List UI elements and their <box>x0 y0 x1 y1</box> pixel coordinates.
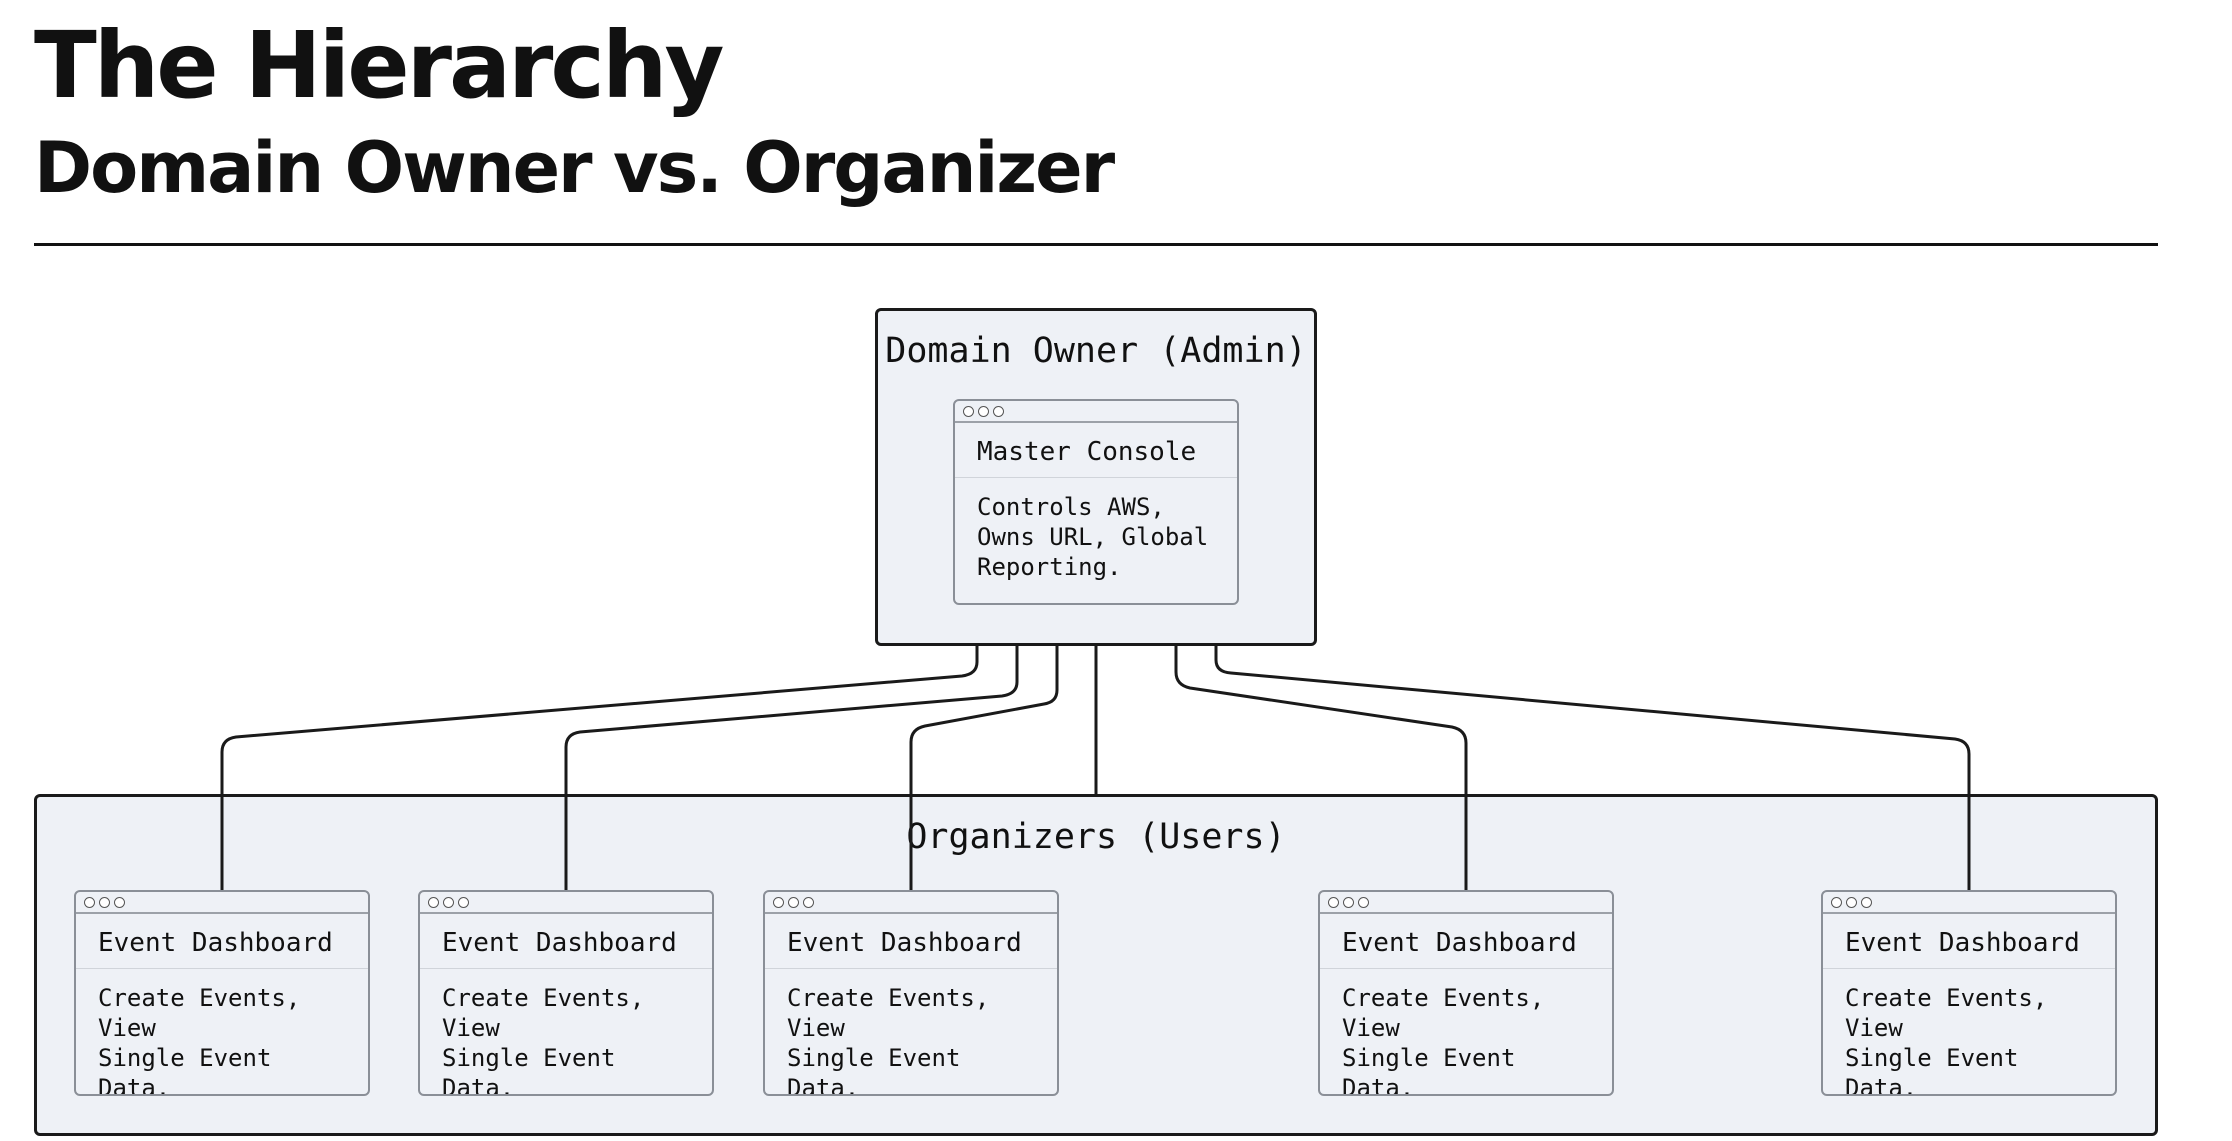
card-title: Event Dashboard <box>765 914 1057 969</box>
window-controls-icon <box>765 892 1057 914</box>
event-dashboard-card: Event Dashboard Create Events, View Sing… <box>1318 890 1614 1096</box>
card-description: Create Events, View Single Event Data. <box>98 984 301 1096</box>
window-controls-icon <box>955 401 1237 423</box>
window-controls-icon <box>1823 892 2115 914</box>
card-description: Create Events, View Single Event Data. <box>787 984 990 1096</box>
page-subtitle: Domain Owner vs. Organizer <box>34 127 1115 209</box>
event-dashboard-card: Event Dashboard Create Events, View Sing… <box>74 890 370 1096</box>
connector-line <box>564 646 1019 890</box>
card-title: Event Dashboard <box>1823 914 2115 969</box>
card-title: Master Console <box>955 423 1237 478</box>
organizers-container: Organizers (Users) <box>34 794 2158 1136</box>
card-title: Event Dashboard <box>76 914 368 969</box>
admin-label: Domain Owner (Admin) <box>885 331 1307 371</box>
connector-line <box>220 646 979 890</box>
master-console-card: Master Console Controls AWS, Owns URL, G… <box>953 399 1239 605</box>
window-controls-icon <box>420 892 712 914</box>
connector-line <box>909 646 1059 890</box>
window-controls-icon <box>1320 892 1612 914</box>
connector-line <box>1214 646 1971 890</box>
event-dashboard-card: Event Dashboard Create Events, View Sing… <box>418 890 714 1096</box>
card-description: Create Events, View Single Event Data. <box>1342 984 1545 1096</box>
event-dashboard-card: Event Dashboard Create Events, View Sing… <box>1821 890 2117 1096</box>
card-title: Event Dashboard <box>420 914 712 969</box>
window-controls-icon <box>76 892 368 914</box>
card-description: Controls AWS, Owns URL, Global Reporting… <box>977 493 1209 581</box>
page-title: The Hierarchy <box>34 12 724 119</box>
event-dashboard-card: Event Dashboard Create Events, View Sing… <box>763 890 1059 1096</box>
card-description: Create Events, View Single Event Data. <box>1845 984 2048 1096</box>
connector-line <box>1174 646 1468 890</box>
organizers-label: Organizers (Users) <box>906 817 1286 857</box>
title-divider <box>34 243 2158 246</box>
card-description: Create Events, View Single Event Data. <box>442 984 645 1096</box>
card-title: Event Dashboard <box>1320 914 1612 969</box>
